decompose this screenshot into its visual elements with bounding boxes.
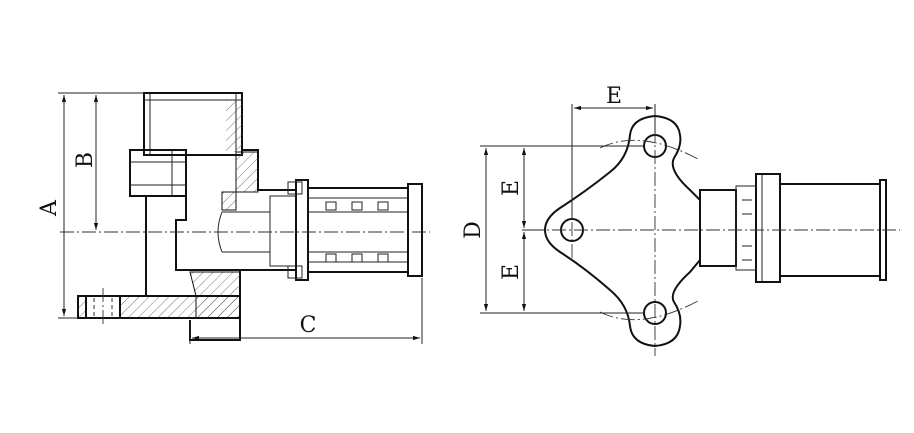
dimension-label-b: B — [73, 152, 98, 168]
press-sleeve-plan — [699, 173, 887, 283]
hex-nut — [129, 149, 187, 197]
dimension-a: A — [37, 92, 144, 319]
triangular-flange — [543, 114, 701, 348]
dimension-e-mid: E — [499, 148, 545, 231]
body-hatch-upper — [221, 151, 259, 211]
top-plan-view: E D E E — [461, 84, 900, 356]
dimension-label-c: C — [300, 313, 317, 338]
dimension-label-a: A — [37, 199, 62, 217]
wall-plate — [77, 288, 241, 326]
dimension-label-d: D — [461, 221, 486, 239]
dimension-c: C — [189, 278, 423, 344]
dimension-e-top: E — [571, 84, 656, 218]
dimension-b: B — [73, 95, 99, 230]
dimension-label-e-bottom: E — [499, 264, 524, 280]
dimension-d: D — [461, 145, 644, 314]
socket-wall-hatch — [226, 100, 242, 152]
side-section-view: A B C — [37, 92, 430, 344]
dimension-label-e-mid: E — [499, 180, 524, 196]
press-sleeve — [269, 179, 423, 281]
dimension-label-e-top: E — [606, 84, 622, 109]
dimension-e-bottom: E — [499, 232, 527, 311]
